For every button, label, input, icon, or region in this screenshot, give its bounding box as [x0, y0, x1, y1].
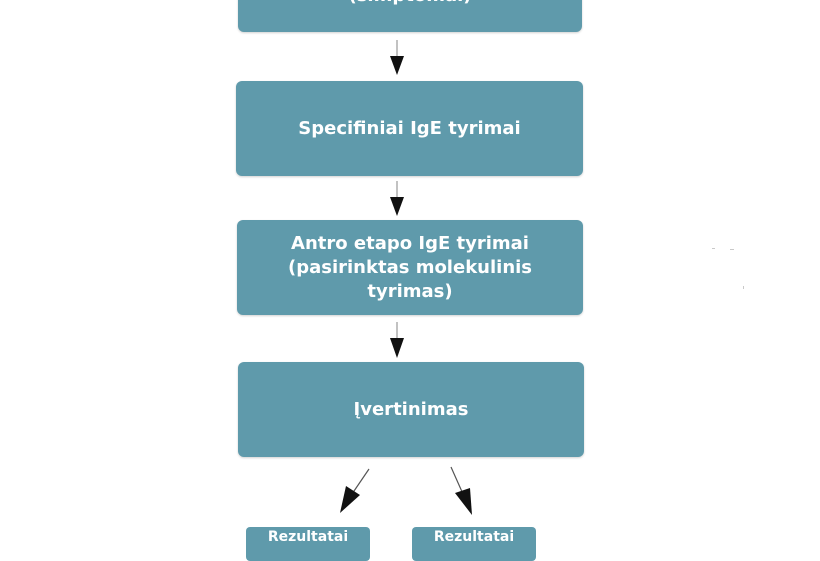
- stray-mark: [743, 286, 744, 289]
- arrow-second-to-evaluation: [390, 322, 404, 358]
- step-label-second-stage: Antro etapo IgE tyrimai (pasirinktas mol…: [288, 232, 532, 304]
- step-label-evaluation: Įvertinimas: [353, 398, 469, 420]
- arrow-evaluation-to-right-result: [450, 466, 472, 515]
- result-label-right: Rezultatai: [433, 529, 515, 545]
- arrow-evaluation-to-left-result: [340, 468, 370, 513]
- step-box-second-stage-ige-tests: Antro etapo IgE tyrimai (pasirinktas mol…: [237, 220, 583, 315]
- arrow-specific-to-second: [390, 181, 404, 216]
- step-label-second-stage-line-2: (pasirinktas molekulinis: [287, 256, 533, 278]
- arrow-symptoms-to-specific: [390, 40, 404, 75]
- step-box-evaluation: Įvertinimas: [238, 362, 584, 457]
- flow-arrows: [340, 40, 472, 515]
- stray-mark: [712, 248, 715, 249]
- step-label-specific-ige-tests: Specifiniai IgE tyrimai: [298, 117, 521, 139]
- step-label-symptoms: (simptomai): [348, 0, 471, 8]
- stray-mark: [730, 249, 734, 250]
- step-label-second-stage-line-3: tyrimas): [367, 280, 453, 302]
- result-box-right: Rezultatai: [412, 527, 536, 561]
- step-box-symptoms: (simptomai): [238, 0, 582, 32]
- result-label-left: Rezultatai: [267, 529, 349, 545]
- step-label-second-stage-line-1: Antro etapo IgE tyrimai: [291, 232, 529, 254]
- result-box-left: Rezultatai: [246, 527, 370, 561]
- step-box-specific-ige-tests: Specifiniai IgE tyrimai: [236, 81, 583, 176]
